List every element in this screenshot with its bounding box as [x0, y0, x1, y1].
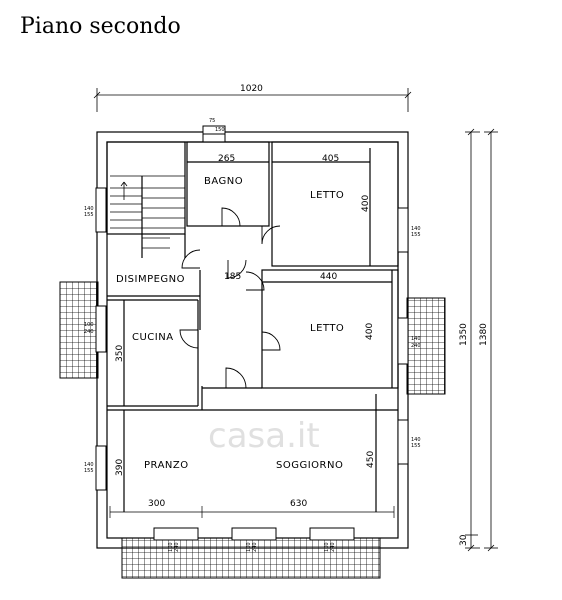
dim-bagno-width: 265 [218, 154, 235, 164]
room-label-soggiorno: SOGGIORNO [276, 460, 343, 471]
right-windows [397, 207, 409, 465]
room-label-pranzo: PRANZO [144, 460, 189, 471]
height-1350-label: 1350 [459, 323, 469, 346]
height-1380-label: 1380 [479, 323, 489, 346]
right-window-2-b: 240 [411, 343, 421, 349]
room-label-bagno: BAGNO [204, 176, 243, 187]
left-windows [95, 187, 107, 491]
page-title: Piano secondo [20, 14, 181, 39]
interior-walls [106, 141, 399, 512]
vent-label-a: 75 [209, 118, 215, 124]
right-window-3-a: 140 [411, 437, 421, 443]
dim-letto-mid-width: 440 [320, 272, 337, 282]
balcony-right [406, 297, 446, 395]
right-window-1-b: 155 [411, 232, 421, 238]
dim-cucina-depth: 350 [115, 345, 125, 362]
vent-label-b: 150 [215, 127, 225, 133]
right-window-2-a: 140 [411, 336, 421, 342]
watermark-text: casa.it [208, 416, 320, 456]
dim-letto-top-depth: 400 [361, 195, 371, 212]
room-label-letto-top: LETTO [310, 190, 344, 201]
dim-pranzo-width: 300 [148, 499, 165, 509]
bottom-window-2-a: 100 [246, 542, 252, 552]
right-window-3-b: 155 [411, 443, 421, 449]
room-label-letto-mid: LETTO [310, 323, 344, 334]
dim-letto-mid-depth: 400 [365, 323, 375, 340]
overall-width-dimension [93, 88, 412, 112]
dim-letto-top-width: 405 [322, 154, 339, 164]
left-window-3-b: 155 [84, 468, 94, 474]
balcony-bottom [121, 537, 381, 579]
doors [179, 207, 281, 389]
left-window-1-b: 155 [84, 212, 94, 218]
balcony-left [59, 281, 99, 379]
bottom-window-3-b: 240 [330, 542, 336, 552]
dim-soggiorno-width: 630 [290, 499, 307, 509]
overall-height-dimensions [465, 128, 498, 552]
left-window-2-b: 240 [84, 329, 94, 335]
left-window-2-a: 100 [84, 322, 94, 328]
left-window-3-a: 140 [84, 462, 94, 468]
room-label-cucina: CUCINA [132, 332, 174, 343]
dim-disimpegno-width: 185 [224, 272, 241, 282]
staircase [110, 175, 185, 249]
bottom-windows [153, 527, 355, 541]
balcony-depth-label: 30 [459, 534, 469, 546]
overall-width-label: 1020 [240, 84, 263, 94]
bottom-window-3-a: 100 [324, 542, 330, 552]
bottom-window-1-a: 100 [168, 542, 174, 552]
bottom-window-1-b: 240 [174, 542, 180, 552]
interior-dimension-lines [109, 161, 395, 518]
dim-pranzo-depth: 390 [115, 459, 125, 476]
bottom-window-2-b: 240 [252, 542, 258, 552]
right-window-1-a: 140 [411, 226, 421, 232]
left-window-1-a: 140 [84, 206, 94, 212]
room-label-disimpegno: DISIMPEGNO [116, 274, 185, 285]
dim-soggiorno-depth: 450 [366, 451, 376, 468]
